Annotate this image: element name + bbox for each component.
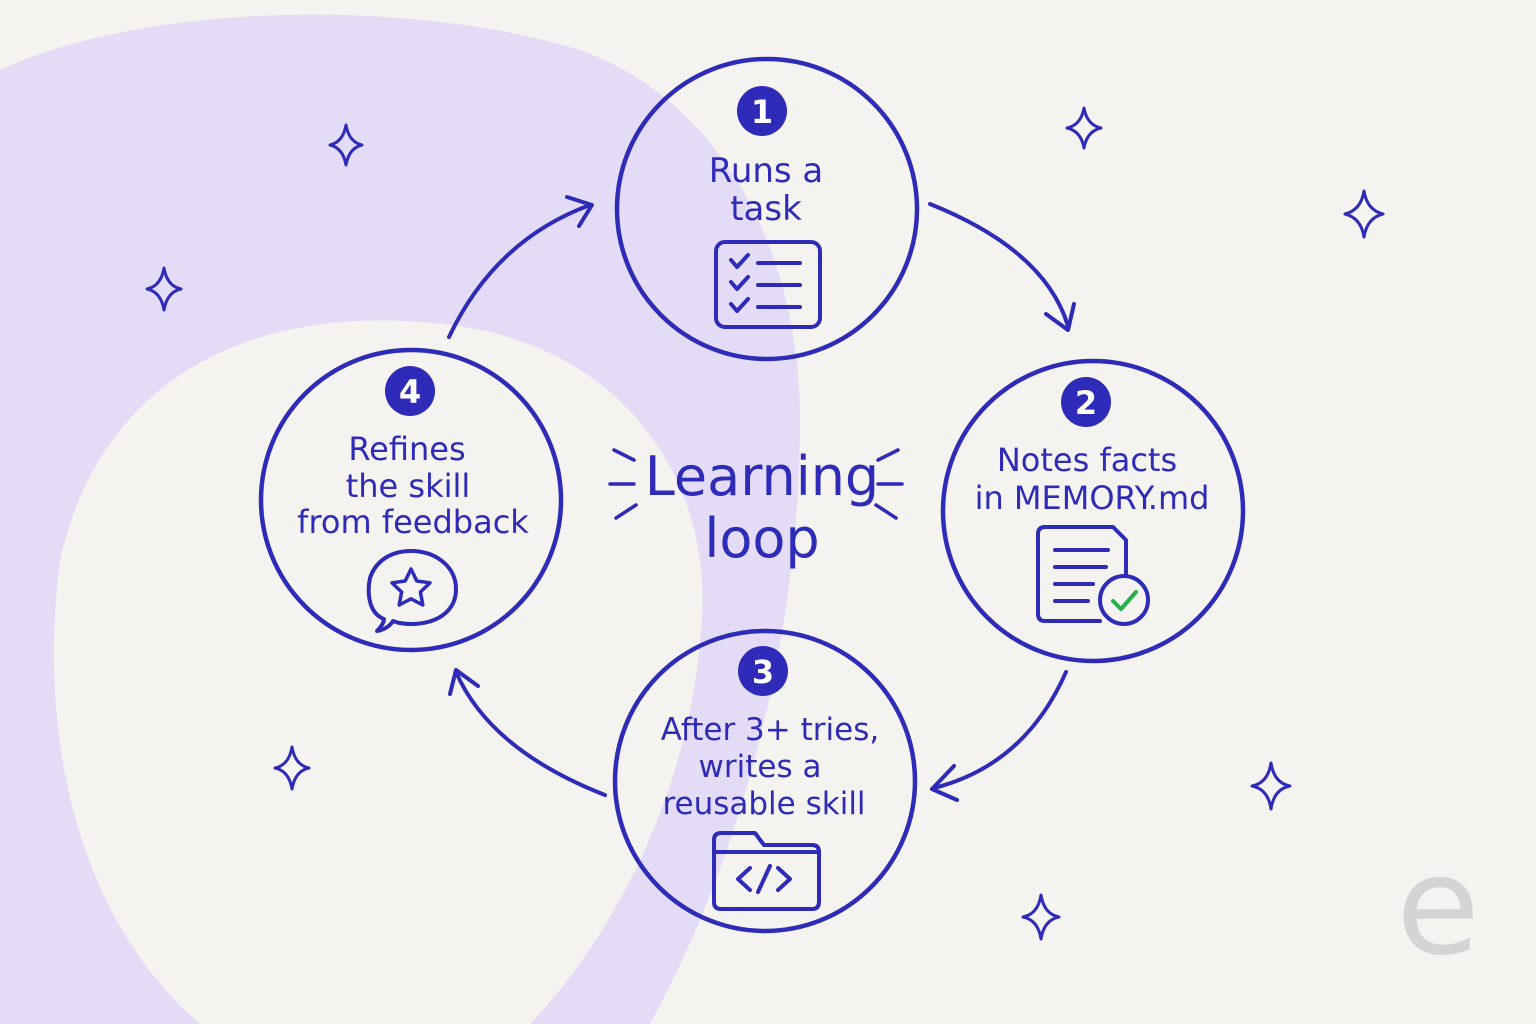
arrow-4-to-1	[447, 195, 594, 339]
checkmark-icon	[1111, 590, 1138, 611]
step-1-node: 1 Runs a task	[614, 56, 920, 362]
step-4-number: 4	[399, 373, 421, 411]
star-feedback-icon	[366, 549, 458, 633]
sparkle-icon	[145, 266, 183, 312]
star-icon	[390, 567, 432, 607]
checklist-icon	[714, 240, 822, 329]
sparkle-icon	[1065, 106, 1103, 150]
sparkle-icon	[1250, 761, 1292, 811]
arrow-3-to-4	[448, 668, 607, 797]
check-badge-icon	[1098, 574, 1150, 626]
step-4-label-line2: the skill	[346, 467, 471, 505]
step-3-node: 3 After 3+ tries, writes a reusable skil…	[612, 628, 918, 934]
center-title: Learning loop	[608, 445, 904, 570]
step-2-node: 2 Notes facts in MEMORY.md	[940, 358, 1246, 664]
center-title-line2: loop	[704, 507, 819, 570]
step-1-number: 1	[751, 93, 773, 131]
center-title-line1: Learning	[645, 445, 879, 508]
document-check-icon	[1036, 525, 1150, 626]
sparkle-icon	[1343, 189, 1385, 239]
step-2-label-line2: in MEMORY.md	[975, 479, 1210, 517]
step-3-label-line1: After 3+ tries,	[661, 712, 879, 748]
code-folder-icon	[712, 831, 821, 911]
step-2-label-line1: Notes facts	[997, 441, 1177, 479]
step-4-node: 4 Refines the skill from feedback	[258, 347, 564, 653]
step-3-label-line2: writes a	[699, 749, 822, 785]
brand-watermark: e	[1396, 828, 1480, 986]
sparkles	[145, 106, 1385, 941]
step-3-number: 3	[752, 653, 774, 691]
step-4-label-line3: from feedback	[297, 503, 529, 541]
step-1-label-line1: Runs a	[709, 151, 824, 191]
step-1-badge	[737, 86, 787, 136]
sparkle-icon	[273, 745, 311, 791]
step-3-badge	[738, 646, 788, 696]
sparkle-icon	[1021, 893, 1061, 941]
loop-arrows	[447, 195, 1076, 802]
step-1-label-line2: task	[730, 189, 802, 229]
sparkle-icon	[328, 123, 364, 167]
step-2-badge	[1061, 377, 1111, 427]
step-2-number: 2	[1075, 384, 1097, 422]
arrow-2-to-3	[930, 670, 1068, 802]
step-4-label-line1: Refines	[348, 430, 465, 468]
emphasis-strokes	[608, 448, 904, 520]
step-3-label-line3: reusable skill	[662, 786, 865, 822]
step-4-badge	[385, 366, 435, 416]
cream-blob	[54, 320, 703, 1024]
arrow-1-to-2	[928, 202, 1076, 332]
